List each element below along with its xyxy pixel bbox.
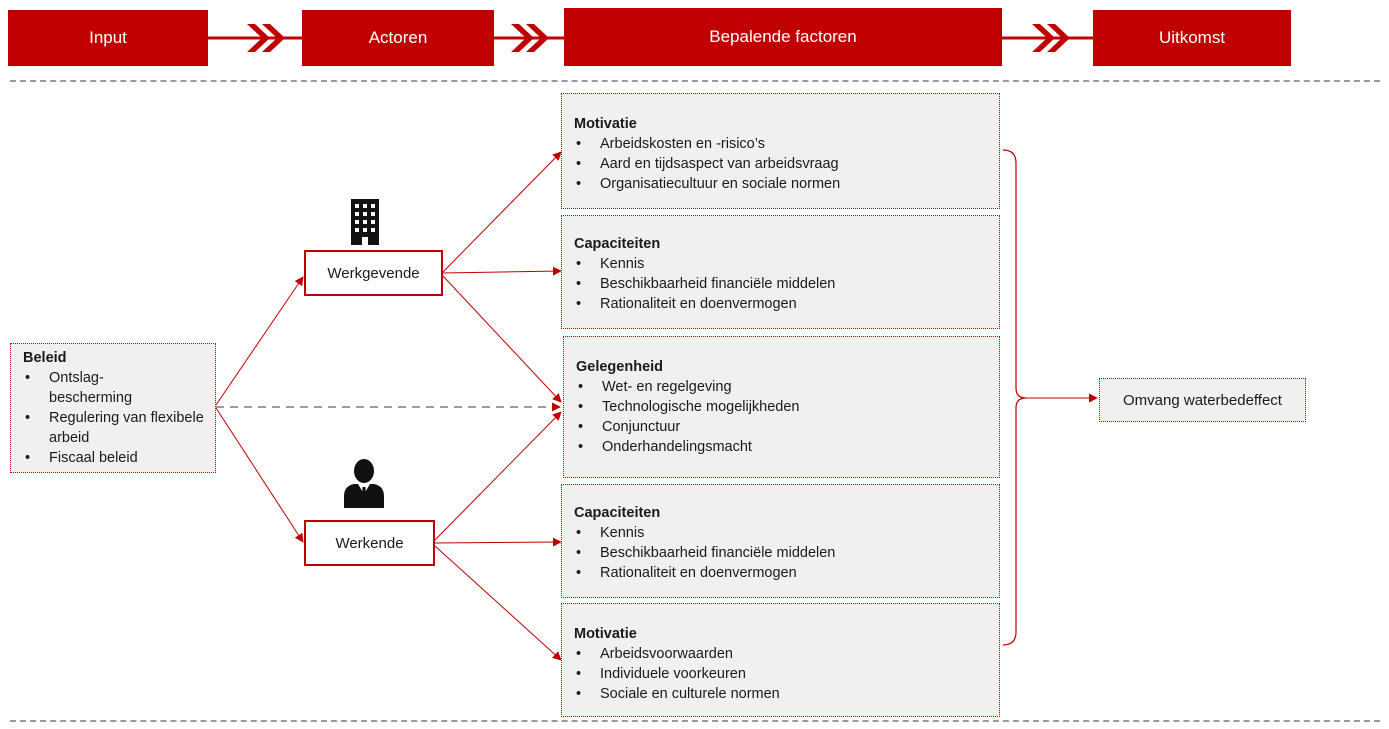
header-uitkomst: Uitkomst — [1093, 10, 1291, 66]
factor-title: Capaciteiten — [574, 236, 661, 252]
factor-item: Beschikbaarheid financiële middelen — [574, 543, 989, 563]
beleid-to-werkende-arrow — [215, 407, 304, 543]
factor-item: Rationaliteit en doenvermogen — [574, 563, 989, 583]
person-icon — [344, 459, 384, 508]
factor-item: Sociale en culturele normen — [574, 684, 989, 704]
bottom-divider — [10, 720, 1380, 722]
beleid-item: Ontslag- bescherming — [23, 368, 207, 408]
building-icon — [351, 199, 379, 245]
beleid-to-werkgevende-arrow — [215, 276, 304, 406]
factor-box-motivatie-werkende: Motivatie Arbeidsvoorwaarden Individuele… — [561, 603, 1000, 717]
header-actoren: Actoren — [302, 10, 494, 66]
factor-item: Arbeidsvoorwaarden — [574, 644, 989, 664]
actor-werkende: Werkende — [304, 520, 435, 566]
top-divider — [10, 80, 1380, 82]
factor-item: Individuele voorkeuren — [574, 664, 989, 684]
factor-item: Onderhandelingsmacht — [576, 437, 989, 457]
factor-item: Kennis — [574, 523, 989, 543]
factor-title: Gelegenheid — [576, 359, 664, 375]
beleid-item: Regulering van flexibele arbeid — [23, 408, 207, 448]
factor-item: Conjunctuur — [576, 417, 989, 437]
double-chevron-icon — [494, 24, 564, 52]
factor-item: Technologische mogelijkheden — [576, 397, 989, 417]
factor-item: Aard en tijdsaspect van arbeidsvraag — [574, 154, 989, 174]
outcome-box: Omvang waterbedeffect — [1099, 378, 1306, 422]
factor-box-motivatie-werkgevende: Motivatie Arbeidskosten en -risico’s Aar… — [561, 93, 1000, 209]
factor-item: Rationaliteit en doenvermogen — [574, 294, 989, 314]
factor-box-capaciteiten-werkende: Capaciteiten Kennis Beschikbaarheid fina… — [561, 484, 1000, 598]
beleid-box: Beleid Ontslag- bescherming Regulering v… — [10, 343, 216, 473]
header-input: Input — [8, 10, 208, 66]
factor-box-capaciteiten-werkgevende: Capaciteiten Kennis Beschikbaarheid fina… — [561, 215, 1000, 329]
werkgevende-to-factors-arrows — [442, 151, 562, 403]
actor-werkgevende: Werkgevende — [304, 250, 443, 296]
factor-box-gelegenheid: Gelegenheid Wet- en regelgeving Technolo… — [563, 336, 1000, 478]
factor-item: Organisatiecultuur en sociale normen — [574, 174, 989, 194]
factor-item: Kennis — [574, 254, 989, 274]
factors-brace — [1002, 149, 1027, 646]
factor-title: Motivatie — [574, 116, 637, 132]
werkende-to-factors-arrows — [434, 411, 562, 661]
double-chevron-icon — [1002, 24, 1093, 52]
beleid-item: Fiscaal beleid — [23, 448, 207, 468]
header-bepalende-factoren: Bepalende factoren — [564, 8, 1002, 66]
double-chevron-icon — [208, 24, 302, 52]
factor-title: Capaciteiten — [574, 505, 661, 521]
factor-item: Wet- en regelgeving — [576, 377, 989, 397]
factor-item: Arbeidskosten en -risico’s — [574, 134, 989, 154]
factor-item: Beschikbaarheid financiële middelen — [574, 274, 989, 294]
beleid-title: Beleid — [23, 350, 67, 366]
factor-title: Motivatie — [574, 626, 637, 642]
